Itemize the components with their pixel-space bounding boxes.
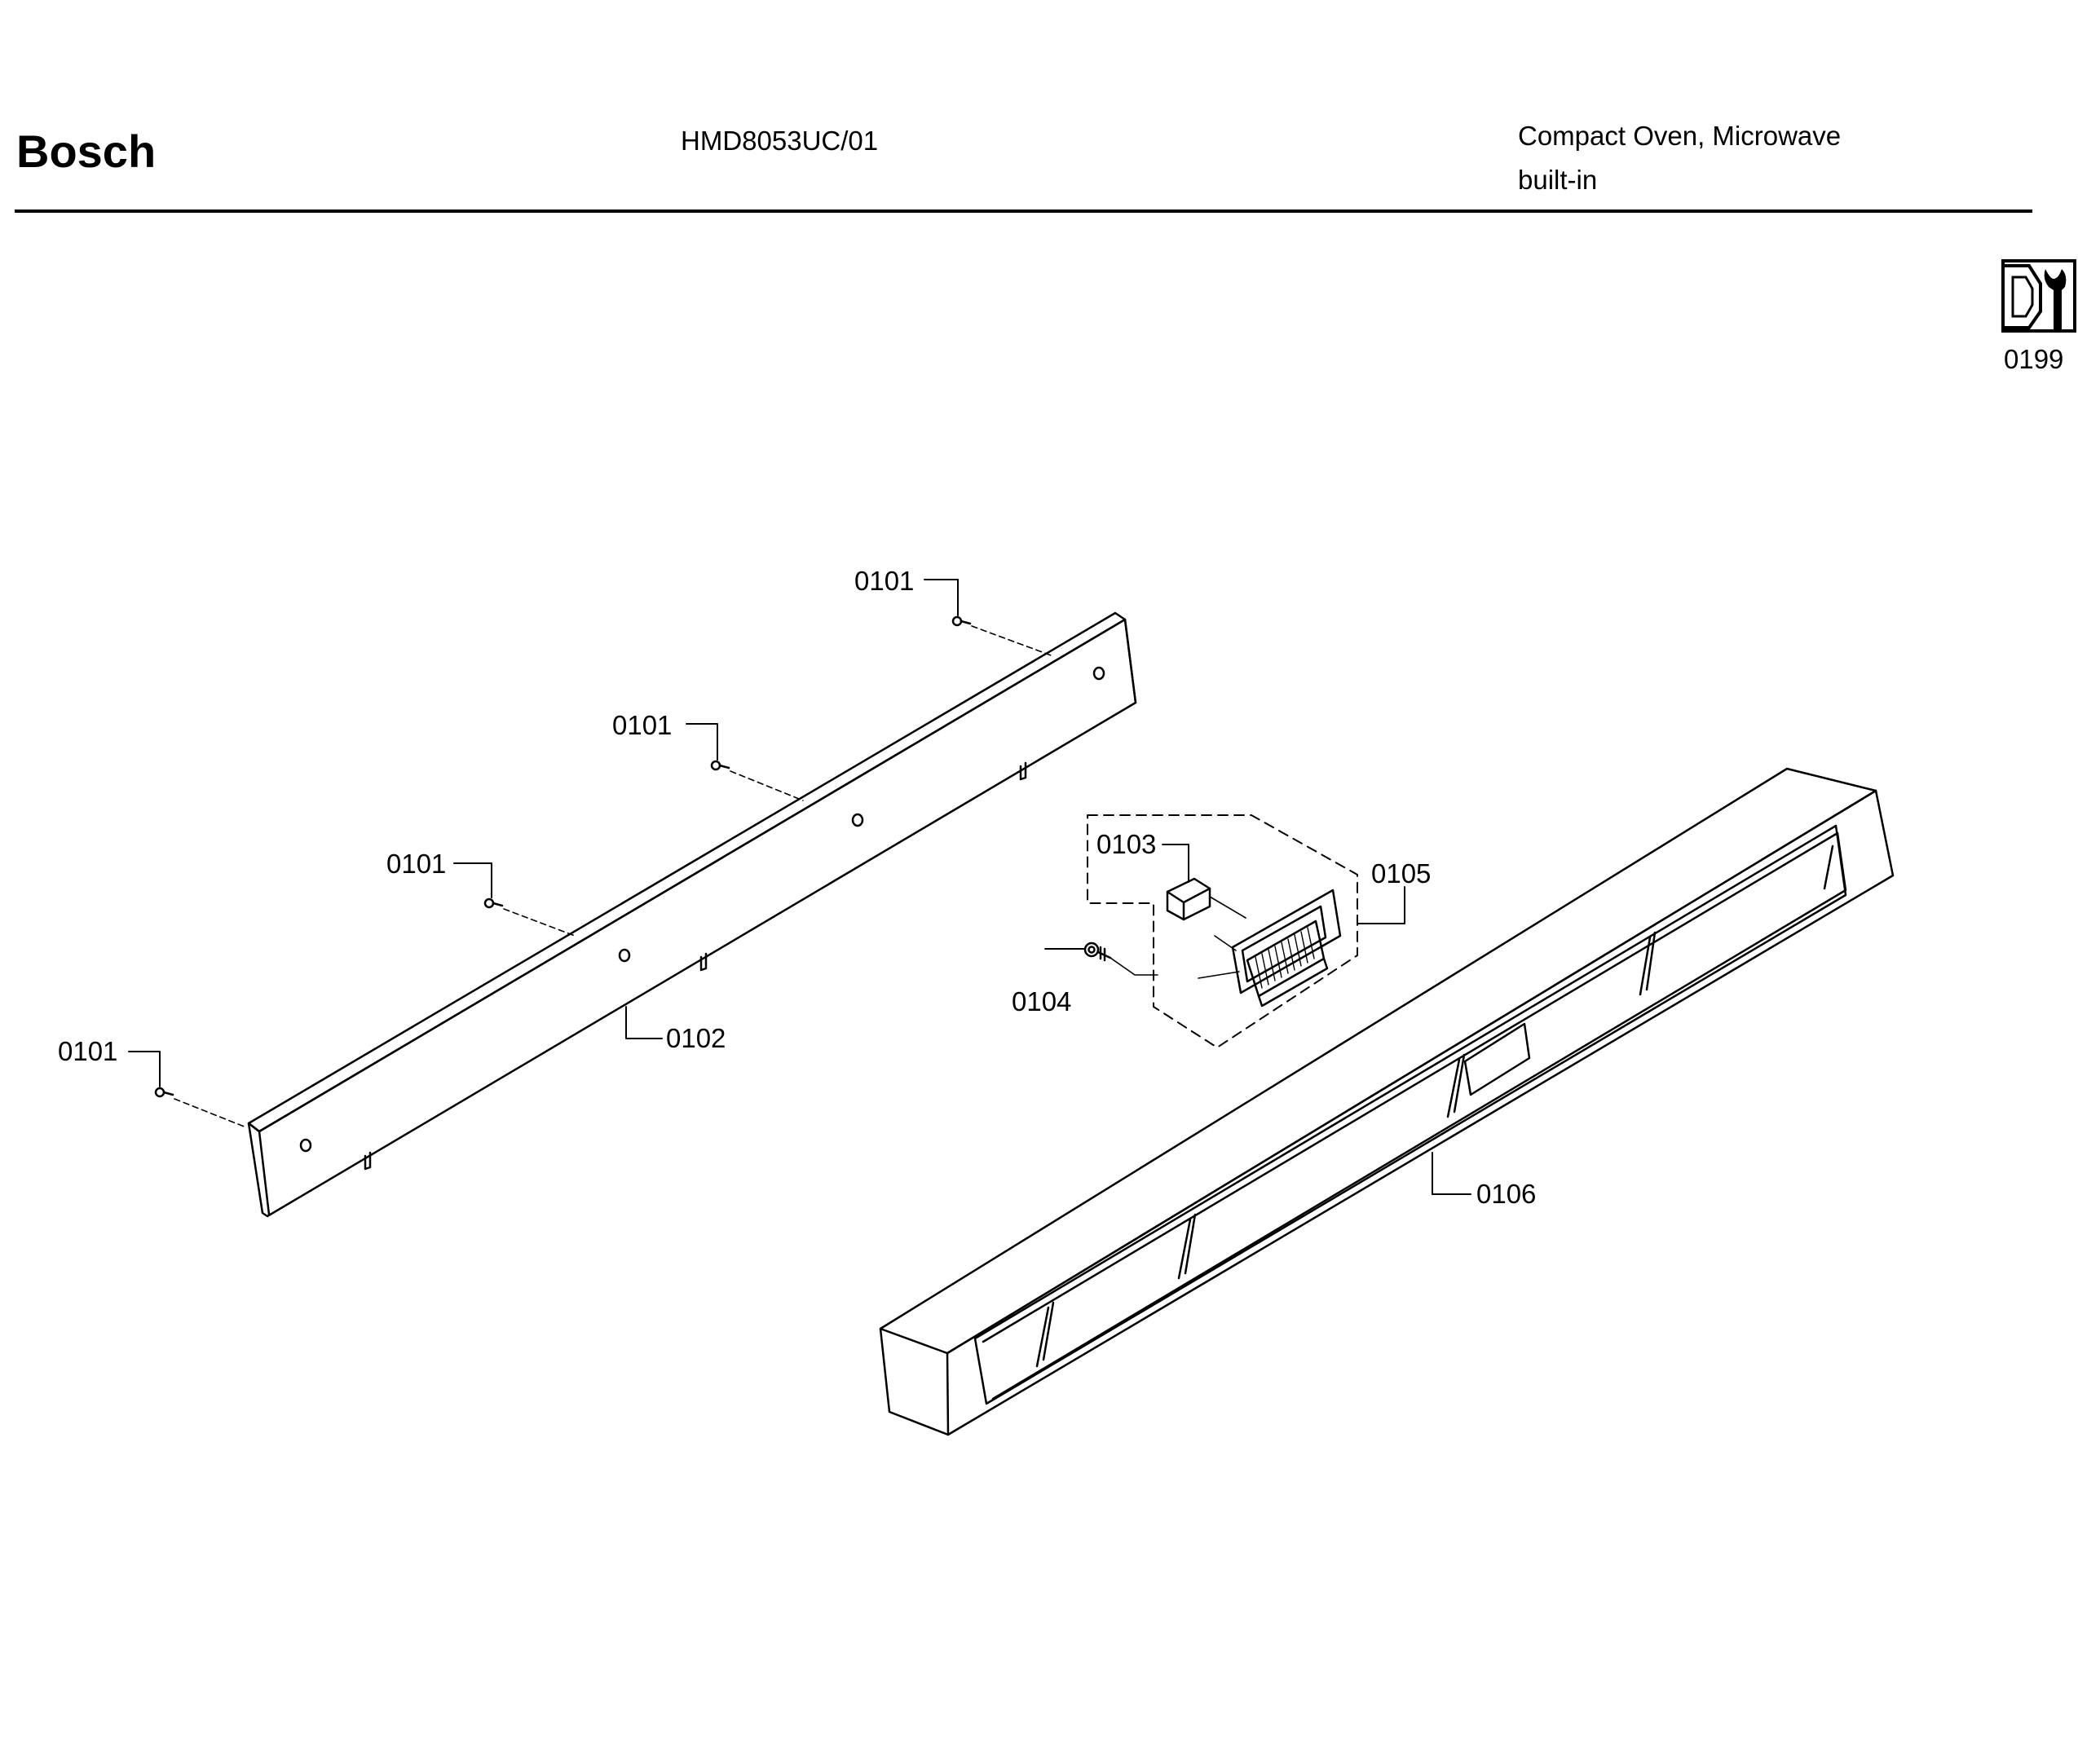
- model-number: HMD8053UC/01: [681, 126, 879, 156]
- callout-screw-upper-mid: 0101: [612, 710, 673, 740]
- screw-part: [154, 615, 972, 1098]
- callout-module-assembly: 0105: [1371, 858, 1432, 889]
- circuit-board-part: [1198, 889, 1342, 1008]
- small-module-part: [1166, 877, 1246, 921]
- product-description-line-1: Compact Oven, Microwave: [1518, 121, 1842, 151]
- product-description-line-2: built-in: [1518, 165, 1598, 195]
- brand-name: Bosch: [16, 126, 157, 177]
- trim-strip-part: [247, 611, 1137, 1218]
- callout-control-panel: 0106: [1476, 1179, 1537, 1209]
- callout-screw-left: 0101: [58, 1036, 118, 1066]
- callout-module-screw: 0104: [1012, 986, 1072, 1017]
- callout-module-part: 0103: [1096, 829, 1157, 859]
- tool-reference-label: 0199: [2004, 344, 2064, 374]
- callout-screw-lower-mid: 0101: [386, 849, 447, 879]
- callout-trim-strip: 0102: [666, 1023, 726, 1053]
- callout-screw-top: 0101: [854, 566, 915, 596]
- module-screw-part: [1083, 942, 1158, 976]
- control-panel-part: [879, 767, 1895, 1436]
- nut-and-wrench-icon: [2001, 259, 2076, 333]
- header-divider: [15, 209, 2032, 213]
